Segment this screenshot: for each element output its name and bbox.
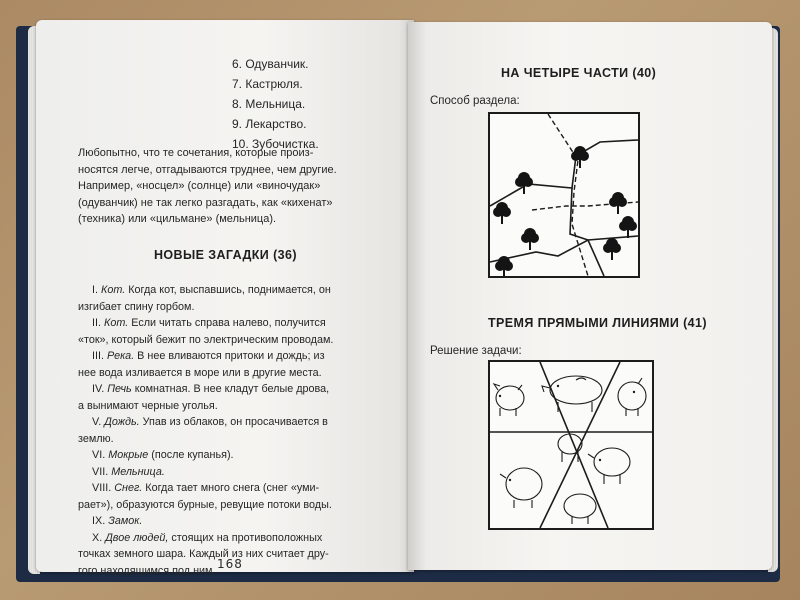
riddle-line: III. Река. В нее вливаются притоки и дож… xyxy=(78,348,333,365)
open-book: 6. Одуванчик. 7. Кастрюля. 8. Мельница. 9. … xyxy=(10,20,780,582)
riddle-line: изгибает спину горбом. xyxy=(78,299,333,316)
riddle-explanation: Когда кот, выспавшись, поднимается, он xyxy=(125,284,331,296)
pigs-division-figure xyxy=(488,360,654,530)
riddle-line: «ток», который бежит по электрическим пр… xyxy=(78,332,333,349)
riddle-explanation: Упав из облаков, он просачивается в xyxy=(139,416,328,428)
riddle-answers: I. Кот. Когда кот, выспавшись, поднимает… xyxy=(78,282,333,579)
riddle-number: X. xyxy=(92,531,106,544)
riddle-number: IV. xyxy=(92,383,108,395)
riddle-explanation: Когда тает много снега (снег «уми- xyxy=(142,482,320,494)
riddle-line: X. Двое людей, стоящих на противоположны… xyxy=(78,530,333,547)
riddle-line: IX. Замок. xyxy=(78,513,333,530)
list-item: 9. Лекарство. xyxy=(232,117,307,131)
riddle-line: VIII. Снег. Когда тает много снега (снег… xyxy=(78,480,333,497)
riddle-line: V. Дождь. Упав из облаков, он просачивае… xyxy=(78,414,333,431)
riddle-number: VII. xyxy=(92,465,112,478)
riddle-line: точках земного шара. Каждый из них счита… xyxy=(78,546,333,563)
riddle-explanation: нее вода изливается в море или в другие … xyxy=(78,366,322,379)
riddle-answer: Дождь. xyxy=(104,416,140,428)
paragraph-line: Любопытно, что те сочетания, которые про… xyxy=(78,147,314,159)
riddle-answer: Двое людей, xyxy=(105,531,169,544)
riddle-number: III. xyxy=(92,350,107,362)
heading-four-parts: НА ЧЕТЫРЕ ЧАСТИ (40) xyxy=(501,66,657,80)
riddle-number: II. xyxy=(92,317,104,329)
list-item: 8. Мельница. xyxy=(232,97,306,111)
riddle-explanation: комнатная. В нее кладут белые дрова, xyxy=(131,383,330,395)
right-page-stack xyxy=(768,28,778,572)
riddle-explanation: изгибает спину горбом. xyxy=(78,300,195,313)
list-item: 7. Кастрюля. xyxy=(232,77,303,91)
riddle-number: VIII. xyxy=(92,482,115,494)
riddle-answer: Мокрые xyxy=(108,449,149,461)
riddle-explanation: «ток», который бежит по электрическим пр… xyxy=(78,333,334,346)
left-page: 6. Одуванчик. 7. Кастрюля. 8. Мельница. 9. … xyxy=(36,20,414,577)
riddle-explanation: Если читать справа налево, получится xyxy=(128,317,326,329)
riddle-answer: Кот. xyxy=(104,317,129,329)
riddle-line: VI. Мокрые (после купанья). xyxy=(78,447,333,464)
heading-new-riddles: НОВЫЕ ЗАГАДКИ (36) xyxy=(154,248,297,262)
right-page: НА ЧЕТЫРЕ ЧАСТИ (40) Способ раздела: xyxy=(408,22,772,570)
list-item: 10. Зубочистка. xyxy=(232,137,319,151)
riddle-line: рает»), образуются бурные, ревущие поток… xyxy=(78,497,333,514)
list-item: 6. Одуванчик. xyxy=(232,57,309,71)
paragraph-line: Например, «носцел» (солнце) или «виночуд… xyxy=(78,180,321,192)
riddle-answer: Кот. xyxy=(101,284,126,296)
caption-solution: Решение задачи: xyxy=(430,345,522,357)
riddle-line: VII. Мельница. xyxy=(78,464,333,481)
riddle-line: нее вода изливается в море или в другие … xyxy=(78,365,333,382)
riddle-line: а вынимают черные уголья. xyxy=(78,398,333,415)
riddle-number: VI. xyxy=(92,449,109,461)
riddle-line: гого находящимся под ним. xyxy=(78,563,333,580)
riddle-explanation: гого находящимся под ним. xyxy=(78,564,216,577)
riddle-answer: Печь xyxy=(107,383,132,395)
riddle-explanation: а вынимают черные уголья. xyxy=(78,399,218,412)
paragraph-line: (техника) или «цильмане» (мельница). xyxy=(78,213,277,225)
riddle-answer: Снег. xyxy=(114,482,143,494)
paragraph: Любопытно, что те сочетания, которые про… xyxy=(78,145,337,228)
riddle-line: I. Кот. Когда кот, выспавшись, поднимает… xyxy=(78,282,333,299)
riddle-explanation: точках земного шара. Каждый из них счита… xyxy=(78,548,329,560)
riddle-explanation: В нее вливаются притоки и дождь; из xyxy=(134,350,325,362)
riddle-explanation: стоящих на противоположных xyxy=(168,531,323,544)
riddle-line: II. Кот. Если читать справа налево, полу… xyxy=(78,315,333,332)
riddle-explanation: (после купанья). xyxy=(148,449,234,461)
riddle-number: V. xyxy=(92,416,105,428)
answer-list: 6. Одуванчик. 7. Кастрюля. 8. Мельница. 9. … xyxy=(232,54,319,154)
page-number: 168 xyxy=(217,557,243,571)
heading-three-lines: ТРЕМЯ ПРЯМЫМИ ЛИНИЯМИ (41) xyxy=(488,316,707,330)
paragraph-line: носятся легче, отгадываются труднее, чем… xyxy=(78,163,337,176)
riddle-explanation: землю. xyxy=(78,432,114,445)
riddle-answer: Мельница. xyxy=(111,465,165,478)
riddle-number: IX. xyxy=(92,515,109,527)
riddle-number: I. xyxy=(92,284,101,296)
paragraph-line: (одуванчик) не так легко разгадать, как … xyxy=(78,196,333,209)
riddle-answer: Река. xyxy=(107,350,135,362)
riddle-explanation: рает»), образуются бурные, ревущие поток… xyxy=(78,498,332,511)
riddle-line: землю. xyxy=(78,431,333,448)
caption-division: Способ раздела: xyxy=(430,95,520,107)
trees-division-figure xyxy=(488,112,640,278)
riddle-answer: Замок. xyxy=(108,515,143,527)
riddle-line: IV. Печь комнатная. В нее кладут белые д… xyxy=(78,381,333,398)
